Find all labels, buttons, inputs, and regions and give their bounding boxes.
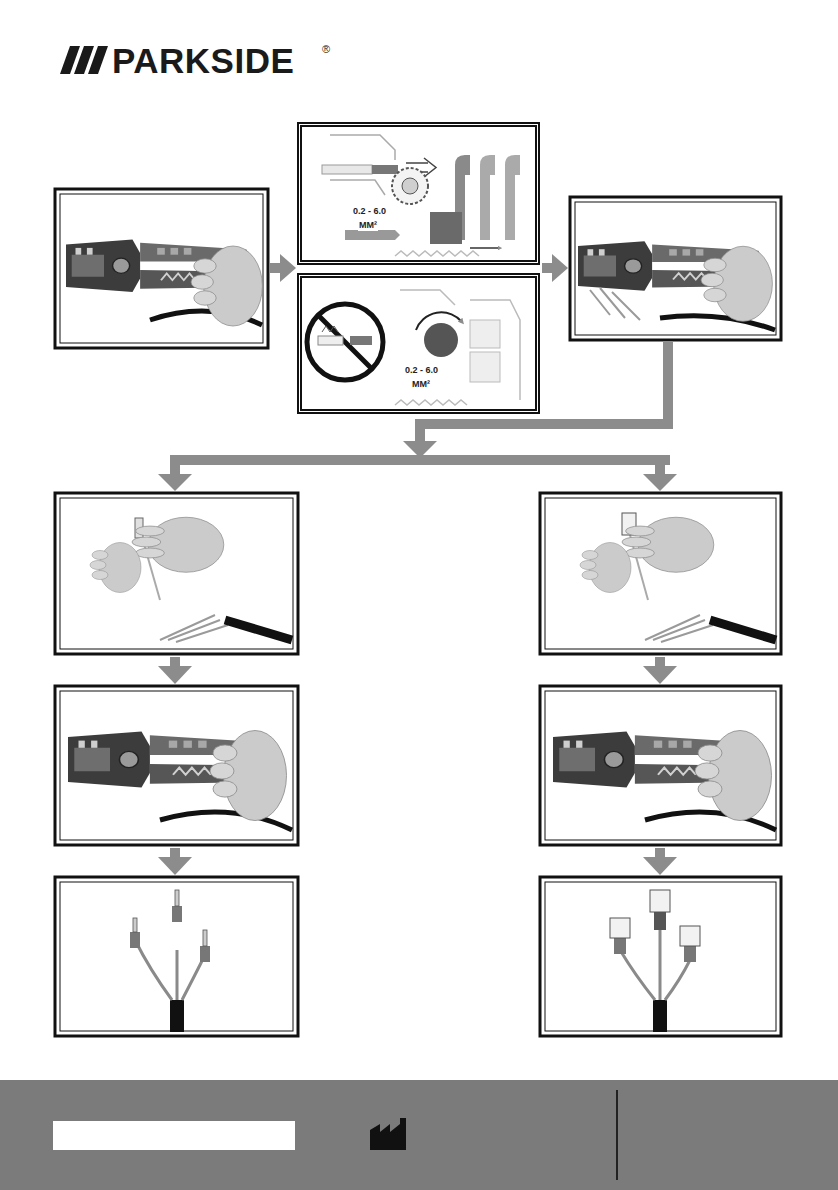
detail-panel: 0.2 - 6.0MM²	[297, 122, 540, 265]
detail-panel: 0.2 - 6.0MM²	[297, 273, 540, 414]
size-range-label: MM²	[358, 221, 378, 231]
size-range-label: MM²	[411, 380, 431, 390]
size-range-label: 0.2 - 6.0	[352, 207, 387, 217]
size-range-label: 0.2 - 6.0	[404, 366, 439, 376]
brand-logo: PARKSIDE	[112, 43, 294, 78]
registered-mark: ®	[322, 44, 330, 55]
